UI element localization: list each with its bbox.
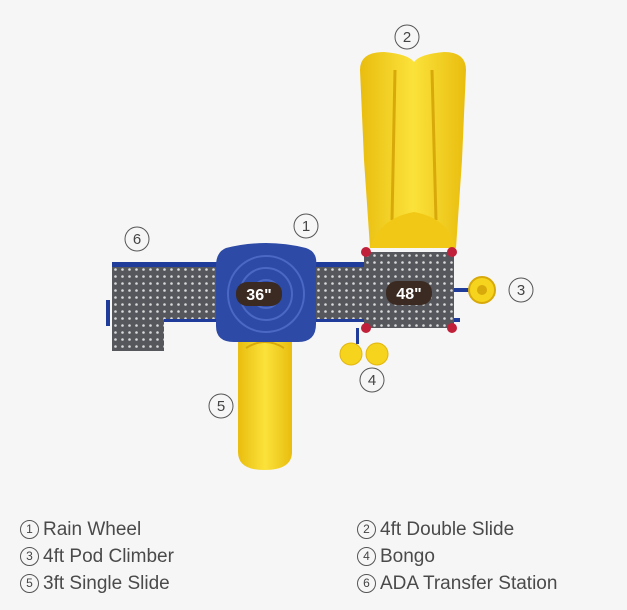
legend-label: ADA Transfer Station	[380, 573, 558, 594]
svg-text:4: 4	[368, 372, 376, 389]
callout-2: 2	[394, 24, 420, 50]
single-slide	[238, 328, 292, 470]
svg-text:2: 2	[403, 29, 411, 46]
svg-text:6: 6	[133, 231, 141, 248]
playground-diagram: 36" 48" 1 2 3	[106, 24, 534, 470]
legend-number: 2	[357, 520, 376, 539]
legend-label: Rain Wheel	[43, 519, 142, 540]
double-slide	[360, 52, 466, 248]
legend-number: 1	[20, 520, 39, 539]
small-deck: 36"	[216, 243, 317, 342]
legend-number: 4	[357, 547, 376, 566]
legend-number: 5	[20, 574, 39, 593]
callout-6: 6	[124, 226, 150, 252]
walkway-panel	[314, 267, 364, 319]
svg-text:3: 3	[517, 282, 525, 299]
callout-4: 4	[359, 367, 385, 393]
large-deck: 48"	[361, 247, 457, 333]
deck-label-48: 48"	[396, 286, 421, 303]
legend-number: 6	[357, 574, 376, 593]
pod-climber	[454, 276, 496, 304]
svg-text:1: 1	[302, 218, 310, 235]
transfer-station	[106, 267, 216, 351]
legend-label: 4ft Pod Climber	[43, 546, 174, 567]
bongo	[339, 328, 389, 366]
callout-1: 1	[293, 213, 319, 239]
callout-5: 5	[208, 393, 234, 419]
legend-label: 3ft Single Slide	[43, 573, 170, 594]
deck-label-36: 36"	[246, 287, 271, 304]
legend-label: Bongo	[380, 546, 435, 567]
callout-3: 3	[508, 277, 534, 303]
svg-text:5: 5	[217, 398, 225, 415]
legend-number: 3	[20, 547, 39, 566]
legend-label: 4ft Double Slide	[380, 519, 515, 540]
